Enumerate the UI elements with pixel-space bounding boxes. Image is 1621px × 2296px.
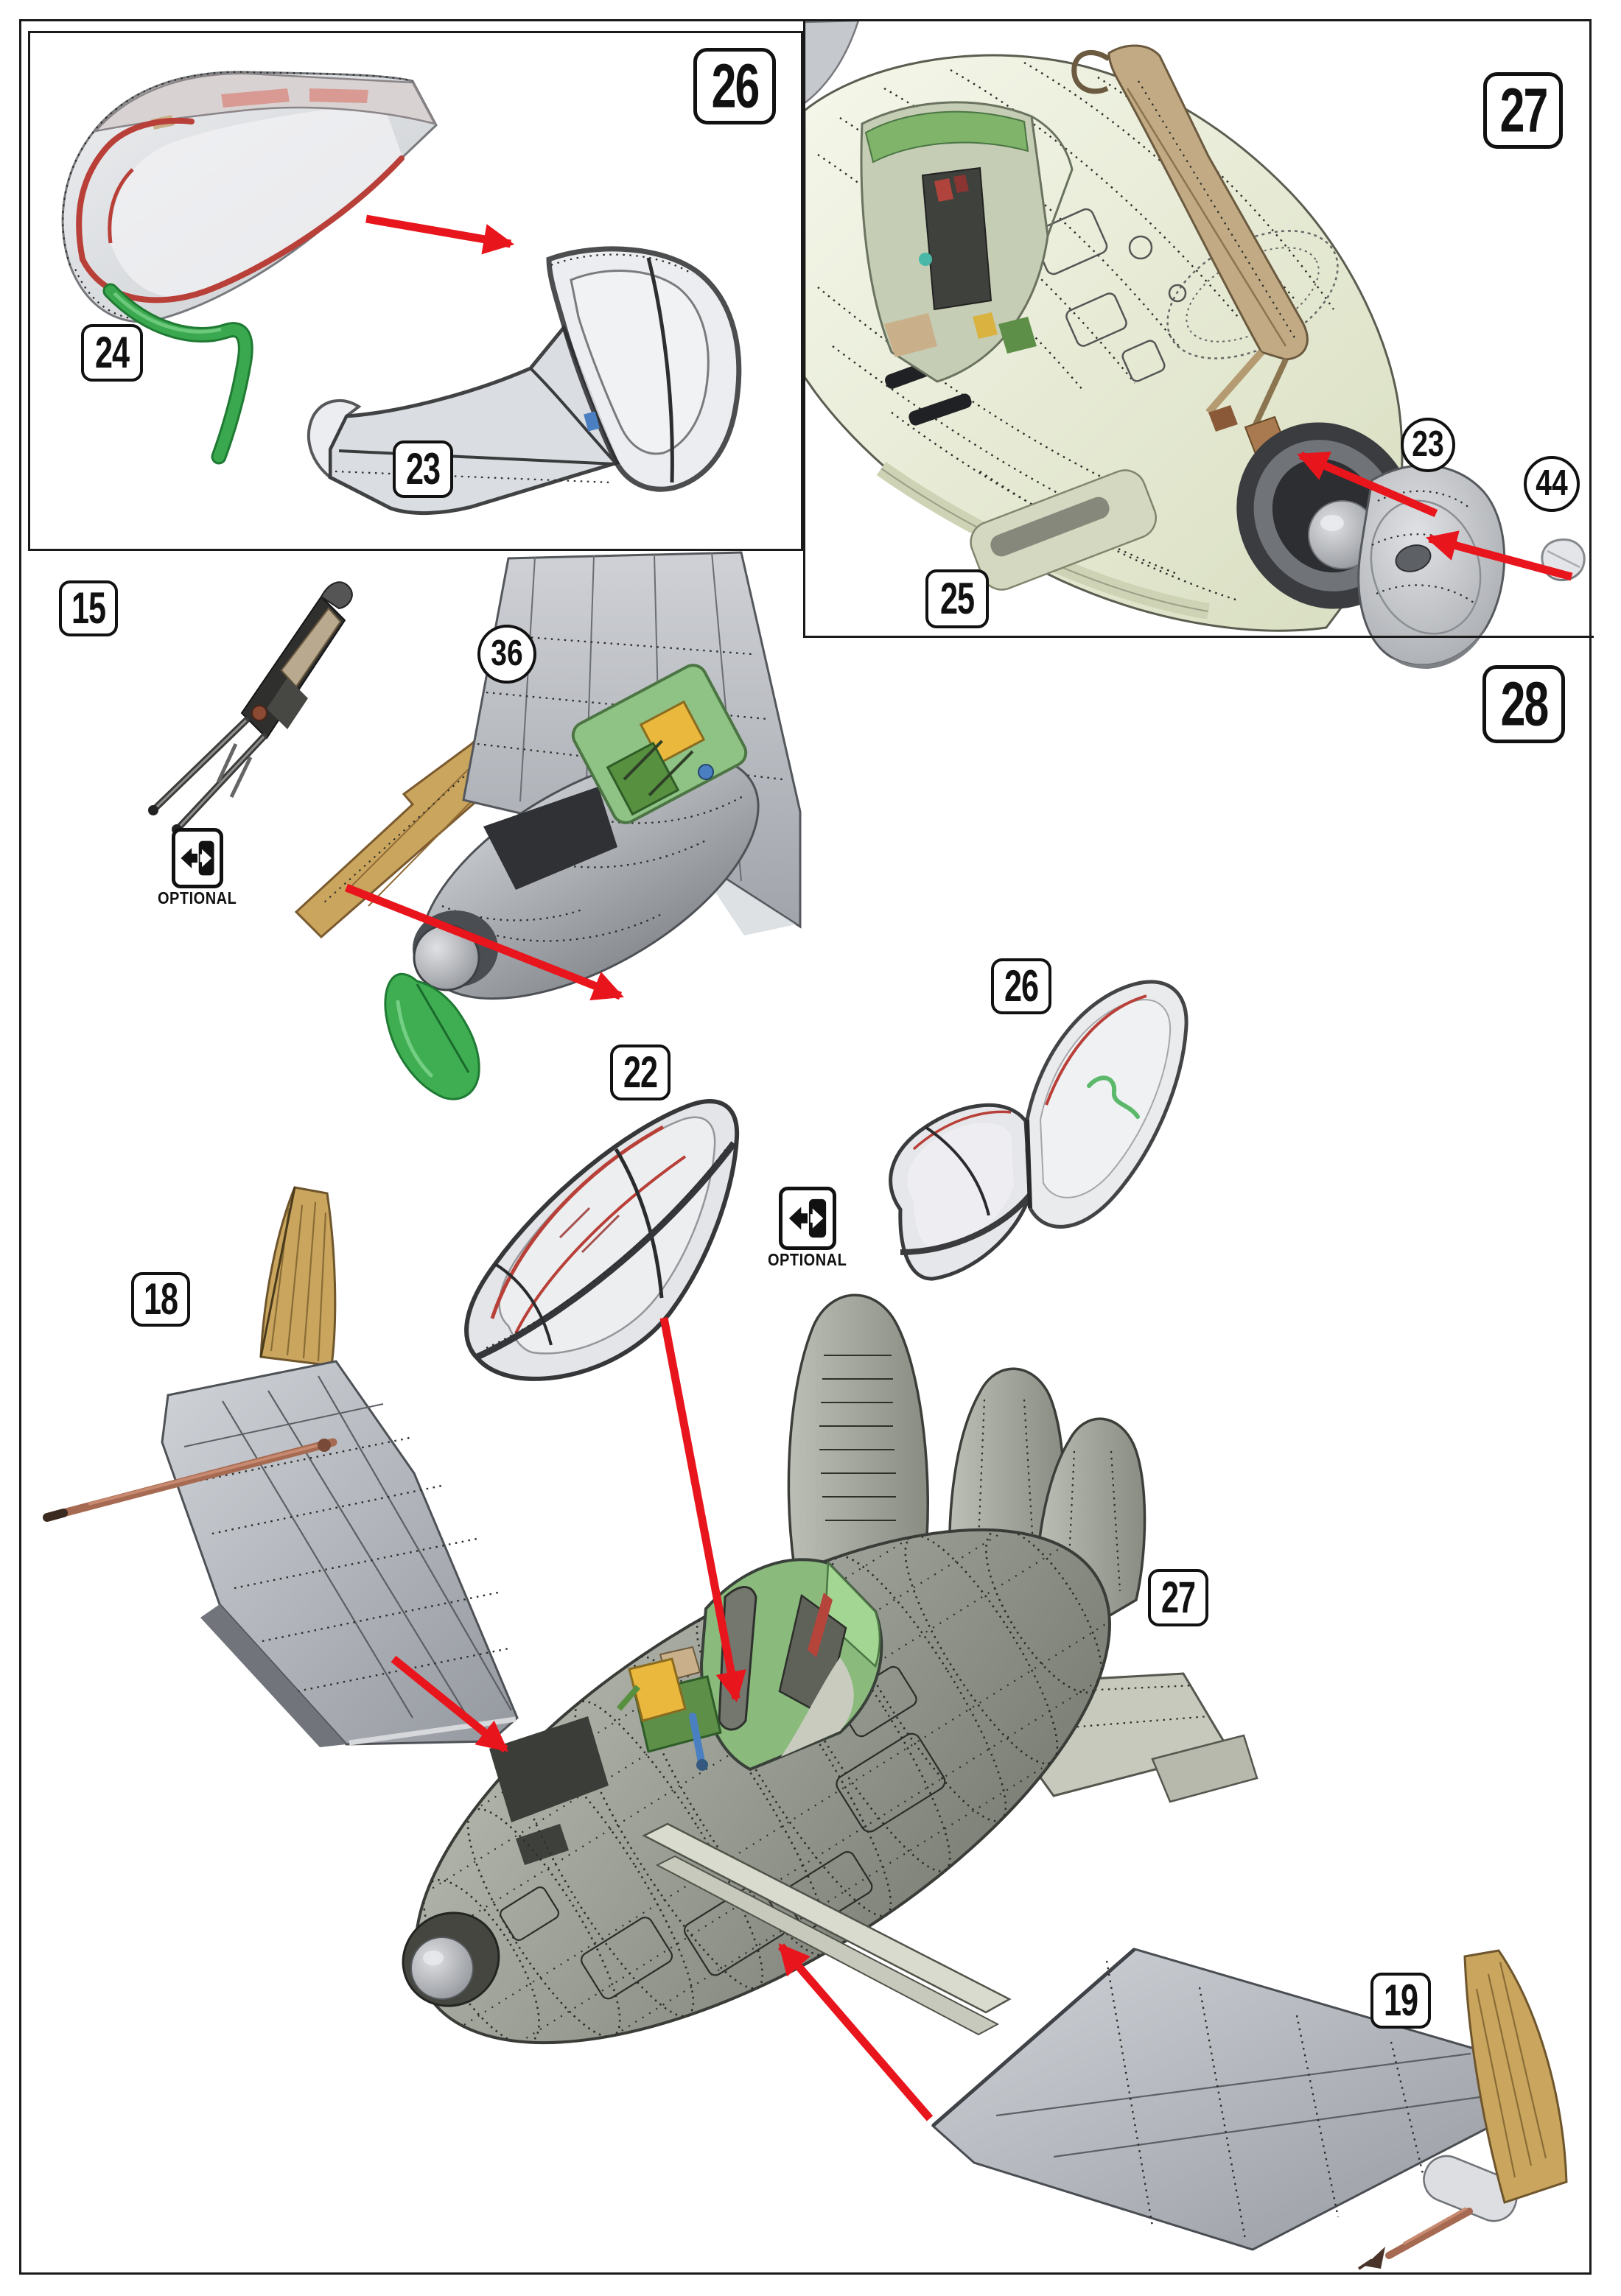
body-texture xyxy=(416,1514,1109,2062)
label-text: 24 xyxy=(94,327,130,378)
label-text: 26 xyxy=(1004,961,1039,1011)
arrow-19-to-fuselage xyxy=(777,1943,934,2121)
assembly-24-windscreen xyxy=(61,71,438,465)
assembly-label-19: 19 xyxy=(1370,1973,1431,2029)
assembly-arrows xyxy=(344,214,1573,2121)
label-text: 26 xyxy=(711,52,760,121)
label-text: 27 xyxy=(1160,1572,1196,1623)
fuselage-rivets xyxy=(441,795,745,942)
label-text: 25 xyxy=(939,573,975,624)
assembly-label-27: 27 xyxy=(1148,1569,1208,1626)
step-number-27: 27 xyxy=(1483,72,1563,149)
optional-marker-step27: OPTIONAL xyxy=(158,828,237,908)
label-text: 23 xyxy=(1412,424,1444,465)
assembly-19-starboard-wing xyxy=(931,1948,1568,2270)
assembly-label-26: 26 xyxy=(991,958,1051,1014)
assembly-25-fuselage xyxy=(803,19,1416,632)
step-number-26: 26 xyxy=(693,48,776,124)
arrow-24-to-23 xyxy=(365,214,515,255)
label-text: 23 xyxy=(405,443,441,494)
assembly-27-fuselage xyxy=(402,1293,1258,2062)
label-text: 15 xyxy=(71,583,106,633)
label-text: 28 xyxy=(1500,670,1549,739)
part-label-23: 23 xyxy=(1401,418,1455,472)
wing-ribs xyxy=(1105,1960,1429,2240)
optional-arrows-icon xyxy=(778,1187,836,1250)
label-text: 19 xyxy=(1383,1975,1418,2026)
assembly-label-15: 15 xyxy=(59,580,118,636)
assembly-label-18: 18 xyxy=(131,1272,190,1327)
arrow-cap-to-fuselage xyxy=(1297,451,1438,518)
cockpit-left-view xyxy=(571,664,748,824)
optional-arrows-glyph xyxy=(181,840,214,876)
assembly-22-canopy-closed xyxy=(464,1099,740,1381)
step-number-28: 28 xyxy=(1482,665,1565,743)
assembly-23-canopy-frame xyxy=(307,246,742,516)
assembly-label-25: 25 xyxy=(925,569,989,628)
label-text: 44 xyxy=(1536,463,1568,504)
assembly-label-24: 24 xyxy=(81,324,143,382)
assembly-15-gun xyxy=(148,581,353,835)
label-text: 27 xyxy=(1499,76,1548,145)
assembly-26-canopy-open xyxy=(889,980,1188,1281)
part-23-nose-cap xyxy=(1357,464,1506,669)
part-label-36: 36 xyxy=(477,625,536,684)
arrow-36-to-fuselage xyxy=(344,883,624,1000)
arrow-44-to-cap xyxy=(1425,530,1573,581)
arrow-22-to-cockpit xyxy=(659,1316,746,1703)
assembly-18-port-wing xyxy=(43,1186,519,1747)
optional-label: OPTIONAL xyxy=(158,889,237,908)
label-text: 36 xyxy=(491,633,523,674)
arrow-18-to-fuselage xyxy=(391,1655,509,1753)
step27-fuselage-left-view xyxy=(384,551,802,1100)
optional-marker-step28: OPTIONAL xyxy=(768,1187,847,1270)
assembly-label-22: 22 xyxy=(610,1045,671,1100)
canopy-hoist-arm xyxy=(1071,44,1309,455)
part-label-44: 44 xyxy=(1524,456,1580,512)
optional-arrows-glyph xyxy=(788,1198,826,1238)
label-text: 18 xyxy=(143,1274,178,1324)
optional-arrows-icon xyxy=(171,828,223,888)
label-text: 22 xyxy=(623,1047,658,1098)
assembly-label-23: 23 xyxy=(393,440,453,498)
optional-label: OPTIONAL xyxy=(768,1251,847,1270)
